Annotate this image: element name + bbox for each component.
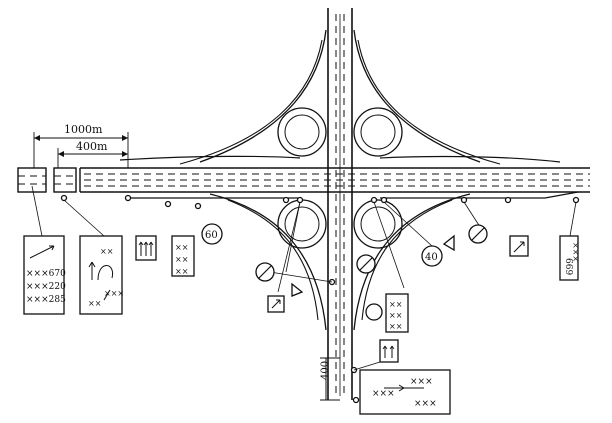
cloverleaf-loops [277, 107, 403, 249]
sign-triangle-right [442, 234, 455, 252]
sign-lane-arrows [135, 235, 157, 261]
sign-arrow-left [267, 295, 285, 313]
sign-xxx-left: ×× ×× ×× [171, 235, 195, 277]
svg-text:×××: ××× [372, 389, 395, 399]
road-segment-1 [17, 167, 47, 193]
loop-ne [353, 107, 403, 157]
sign-lane-right [509, 235, 529, 257]
sign-right-669: 669 [563, 258, 573, 275]
svg-text:×××: ××× [410, 377, 433, 387]
sign-a-line-3: ×××285 [26, 295, 66, 305]
cross-highway [327, 8, 353, 400]
sign-xxx-center: ×× ×× ×× [385, 293, 409, 333]
sign-posts [60, 194, 580, 404]
svg-text:××: ×× [175, 267, 188, 276]
speed-limit-60: 60 [201, 223, 223, 245]
leader-lines [31, 185, 577, 371]
svg-text:××: ×× [389, 300, 402, 309]
dimension-400-vertical: 400 [320, 357, 340, 401]
svg-text:××: ×× [88, 299, 101, 308]
outer-ramps [179, 29, 501, 331]
sign-a-line-1: ×××670 [26, 269, 66, 279]
speed-40-text: 40 [425, 252, 438, 263]
sign-arrow-lower [379, 339, 399, 363]
segment-lane-lines [18, 175, 76, 185]
loop-se [353, 199, 403, 249]
svg-text:××: ×× [175, 243, 188, 252]
sign-triangle-left [291, 282, 304, 297]
svg-text:××: ×× [389, 322, 402, 331]
dim-400m-label: 400m [76, 140, 108, 153]
svg-text:××: ×× [100, 247, 113, 256]
sign-prohibit-center [356, 254, 376, 274]
sign-right-xxx: ××× [571, 242, 580, 262]
cross-lane-lines [335, 14, 345, 396]
road-segment-2 [53, 167, 77, 193]
sign-lane-board: ×× ××× ×× [79, 235, 124, 315]
sign-prohibit-left [255, 262, 275, 282]
sign-prohibit-right [468, 224, 488, 244]
sign-distance-board: ×××670 ×××220 ×××285 [23, 235, 66, 315]
sign-round [365, 303, 383, 321]
main-highway [17, 155, 590, 199]
speed-limit-40: 40 [421, 245, 443, 267]
speed-60-text: 60 [205, 230, 218, 241]
highway-lane-lines [84, 173, 590, 187]
svg-text:×××: ××× [414, 399, 437, 409]
svg-text:××: ×× [389, 311, 402, 320]
svg-text:×××: ××× [104, 289, 124, 298]
svg-text:××: ×× [175, 255, 188, 264]
sign-a-line-2: ×××220 [26, 282, 66, 292]
dim-400-label: 400 [320, 361, 331, 380]
dimension-400m: 400m [57, 140, 128, 168]
sign-right-vertical: ××× 669 [559, 235, 580, 281]
dim-1000m-label: 1000m [64, 123, 103, 136]
dimension-1000m: 1000m [33, 123, 129, 168]
sign-bottom-board: ××× ××× ××× [359, 369, 451, 415]
loop-nw [277, 107, 327, 157]
